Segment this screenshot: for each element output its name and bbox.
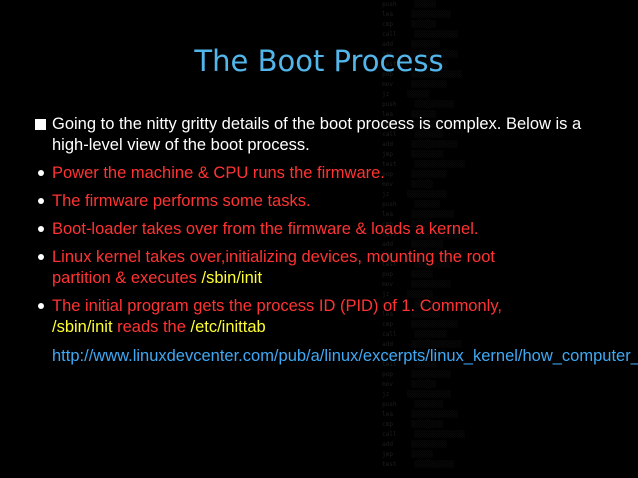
- round-bullet-icon: [38, 170, 44, 176]
- etc-inittab-highlight: /etc/inittab: [190, 318, 266, 336]
- assembly-texture-line: call ░░░░░░░░░░░░░░: [346, 431, 466, 438]
- assembly-texture-line: jmp ░░░░░░: [346, 451, 433, 458]
- round-bullet-icon: [38, 303, 44, 309]
- assembly-texture-line: pop ░░░░░░░░░░: [346, 171, 448, 178]
- assembly-texture-line: test ░░░░░░░░░░: [346, 261, 451, 268]
- assembly-texture-line: lea ░░░░░░░░░░░░░: [346, 411, 458, 418]
- bullet-text-line1: Linux kernel takes over,initializing dev…: [52, 248, 495, 266]
- assembly-texture-line: lea ░░░░░░░░: [346, 311, 440, 318]
- assembly-texture-line: add ░░░░░░░░░░░░░░: [346, 341, 462, 348]
- assembly-texture-line: jmp ░░░░░░░░░░░░░░: [346, 251, 462, 258]
- assembly-texture-line: mov ░░░░░░: [346, 181, 433, 188]
- assembly-background: push ░░░░░░ lea ░░░░░░░░░░░ cmp ░░░░░░░ …: [346, 0, 638, 478]
- assembly-texture-line: pop ░░░░░░░░░░░: [346, 371, 451, 378]
- bullet-firmware: The firmware performs some tasks.: [38, 191, 612, 212]
- assembly-texture-line: test ░░░░░░░░░░░░░░: [346, 161, 466, 168]
- assembly-texture-line: mov ░░░░░░░░░░░: [346, 281, 451, 288]
- square-bullet-icon: [35, 119, 46, 130]
- assembly-texture-line: add ░░░░░░░░░: [346, 241, 444, 248]
- sbin-init-highlight: /sbin/init: [201, 269, 263, 287]
- sbin-init-highlight: /sbin/init: [52, 318, 113, 336]
- bullet-text: Boot-loader takes over from the firmware…: [52, 220, 479, 238]
- assembly-texture-line: lea ░░░░░░░░░░░░: [346, 211, 455, 218]
- assembly-texture-line: lea ░░░░░░░: [346, 111, 437, 118]
- assembly-texture-line: cmp ░░░░░░░░: [346, 221, 440, 228]
- assembly-texture-line: call ░░░░░░░░░░░░░: [346, 231, 462, 238]
- assembly-texture-line: add ░░░░░░░░░░░░░: [346, 141, 458, 148]
- assembly-texture-line: jz ░░░░░░: [346, 91, 430, 98]
- assembly-texture-line: cmp ░░░░░░░░░░░░░: [346, 321, 458, 328]
- bullet-text-line1: The initial program gets the process ID …: [52, 297, 502, 315]
- bullet-bootloader: Boot-loader takes over from the firmware…: [38, 219, 612, 240]
- bullet-text: Power the machine & CPU runs the firmwar…: [52, 164, 385, 182]
- assembly-texture-line: jmp ░░░░░░░░░░░░░: [346, 51, 458, 58]
- bullet-kernel: Linux kernel takes over,initializing dev…: [38, 247, 612, 289]
- assembly-texture-line: pop ░░░░░░░░░░░░░░: [346, 71, 462, 78]
- bullet-power: Power the machine & CPU runs the firmwar…: [38, 163, 612, 184]
- assembly-texture-line: jz ░░░░░░░: [346, 291, 433, 298]
- assembly-texture-line: jmp ░░░░░░░░░: [346, 151, 444, 158]
- assembly-texture-line: call ░░░░░░░░░: [346, 331, 448, 338]
- assembly-texture-line: lea ░░░░░░░░░░░: [346, 11, 451, 18]
- assembly-texture-line: cmp ░░░░░░░: [346, 21, 437, 28]
- round-bullet-icon: [38, 226, 44, 232]
- assembly-texture-line: mov ░░░░░░░░░░: [346, 81, 448, 88]
- bullet-init: The initial program gets the process ID …: [38, 296, 612, 338]
- bullet-text: Going to the nitty gritty details of the…: [52, 115, 582, 154]
- bullet-intro: Going to the nitty gritty details of the…: [35, 114, 612, 156]
- assembly-texture-line: push ░░░░░░░░░░░: [346, 101, 455, 108]
- bullet-text: The firmware performs some tasks.: [52, 192, 311, 210]
- assembly-texture-line: mov ░░░░░░░: [346, 381, 437, 388]
- assembly-texture-line: push ░░░░░░░: [346, 201, 440, 208]
- bullet-text-line2: partition & executes: [52, 269, 202, 287]
- assembly-texture-line: test ░░░░░░░░░: [346, 61, 448, 68]
- assembly-texture-line: test ░░░░░░░░░░░: [346, 461, 455, 468]
- round-bullet-icon: [38, 254, 44, 260]
- assembly-texture-line: cmp ░░░░░░░░░: [346, 421, 444, 428]
- assembly-texture-line: add ░░░░░░░░: [346, 41, 440, 48]
- assembly-texture-line: call ░░░░░░░░: [346, 131, 444, 138]
- slide-title: The Boot Process: [194, 44, 444, 78]
- assembly-texture-line: call ░░░░░░░░░░░░: [346, 31, 458, 38]
- assembly-texture-line: cmp ░░░░░░░░░░░░: [346, 121, 455, 128]
- bullet-text-line2: reads the: [112, 318, 191, 336]
- reference-link[interactable]: http://www.linuxdevcenter.com/pub/a/linu…: [52, 347, 638, 365]
- assembly-texture-line: pop ░░░░░░: [346, 271, 433, 278]
- assembly-texture-line: jmp ░░░░░░░░░░: [346, 351, 448, 358]
- assembly-texture-line: add ░░░░░░░░░░: [346, 441, 448, 448]
- assembly-texture-line: push ░░░░░░░░░░░░: [346, 301, 458, 308]
- assembly-texture-line: jz ░░░░░░░░░░░: [346, 191, 448, 198]
- round-bullet-icon: [38, 198, 44, 204]
- assembly-texture-line: test ░░░░░░: [346, 361, 437, 368]
- assembly-texture-line: jz ░░░░░░░░░░░░: [346, 391, 451, 398]
- assembly-texture-line: push ░░░░░░░░: [346, 401, 444, 408]
- assembly-texture-line: push ░░░░░░: [346, 1, 437, 8]
